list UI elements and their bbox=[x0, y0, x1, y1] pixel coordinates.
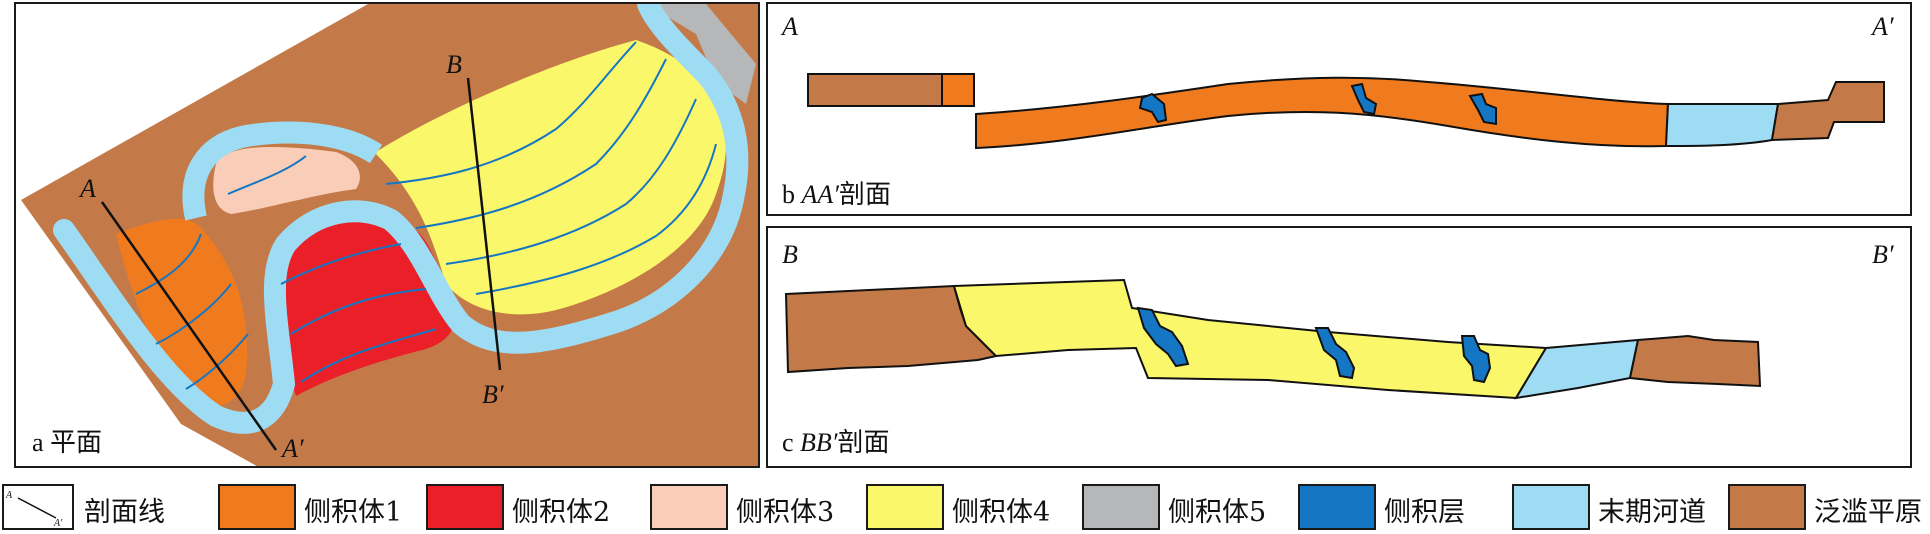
floodplain-swatch bbox=[1728, 484, 1806, 530]
plan-label-a: A bbox=[80, 174, 96, 203]
svg-text:A: A bbox=[5, 490, 13, 501]
abandoned-channel-swatch bbox=[1512, 484, 1590, 530]
section-line-icon: A A′ bbox=[5, 490, 63, 528]
bb-floodplain-right bbox=[1628, 334, 1762, 388]
bb-right-label: B′ bbox=[1872, 240, 1894, 269]
lateral-body-1-area bbox=[116, 218, 248, 407]
aa-floodplain-left bbox=[807, 73, 943, 107]
legend-label-floodplain: 泛滥平原 bbox=[1814, 497, 1922, 528]
abandoned-channel-inner-loop bbox=[182, 121, 383, 221]
aa-caption-prefix: b bbox=[782, 180, 802, 209]
aa-abandoned-channel bbox=[1664, 103, 1780, 148]
svg-text:A′: A′ bbox=[53, 518, 63, 528]
legend-label-section-line: 剖面线 bbox=[84, 497, 165, 528]
legend-label-lateral-1: 侧积体1 bbox=[304, 497, 403, 528]
bb-left-label: B bbox=[782, 240, 798, 269]
aa-lateral-layers bbox=[1138, 82, 1497, 126]
bb-caption-prefix: c bbox=[782, 428, 801, 457]
aa-lateral-1-body bbox=[975, 76, 1670, 150]
aa-caption: b AA′剖面 bbox=[782, 174, 891, 211]
section-line-bb bbox=[466, 77, 502, 371]
section-aa-diagram bbox=[807, 73, 1885, 150]
bb-caption: c BB′剖面 bbox=[782, 422, 890, 459]
section-line-aa bbox=[100, 201, 278, 451]
bb-caption-italic: BB′ bbox=[800, 428, 838, 457]
bb-caption-suffix: 剖面 bbox=[837, 428, 890, 457]
lateral-3-swatch bbox=[650, 484, 728, 530]
plan-label-b: B bbox=[446, 50, 462, 79]
plan-view-diagram bbox=[21, 4, 758, 466]
aa-right-label: A′ bbox=[1872, 12, 1894, 41]
aa-caption-italic: AA′ bbox=[801, 180, 839, 209]
aa-left-label: A bbox=[782, 12, 798, 41]
aa-lateral-1-left bbox=[941, 73, 975, 107]
plan-view-panel: A A′ B B′ a 平面 bbox=[14, 2, 760, 468]
legend-label-lateral-layer: 侧积层 bbox=[1384, 497, 1465, 528]
lateral-layer-lines bbox=[135, 41, 717, 390]
lateral-body-5-area bbox=[646, 4, 756, 104]
lateral-1-swatch bbox=[218, 484, 296, 530]
legend-label-lateral-3: 侧积体3 bbox=[736, 497, 835, 528]
bb-abandoned-channel bbox=[1514, 338, 1640, 400]
lateral-body-2-area bbox=[281, 218, 455, 396]
plan-label-a-prime: A′ bbox=[282, 434, 304, 463]
lateral-5-swatch bbox=[1082, 484, 1160, 530]
lateral-layer-swatch bbox=[1298, 484, 1376, 530]
section-line-swatch: A A′ bbox=[2, 484, 74, 530]
section-aa-panel: A A′ b AA′剖面 bbox=[766, 2, 1912, 216]
lateral-body-3-area bbox=[213, 147, 360, 214]
plan-label-b-prime: B′ bbox=[482, 380, 504, 409]
legend: A A′ 剖面线 侧积体1 侧积体2 侧积体3 侧积体4 侧积体5 侧积层 末期… bbox=[0, 482, 1930, 534]
aa-floodplain-right bbox=[1770, 81, 1885, 142]
lateral-4-swatch bbox=[866, 484, 944, 530]
aa-caption-suffix: 剖面 bbox=[838, 180, 891, 209]
legend-label-lateral-5: 侧积体5 bbox=[1168, 497, 1267, 528]
section-bb-diagram bbox=[784, 278, 1762, 400]
abandoned-channel-area bbox=[53, 4, 749, 434]
legend-label-lateral-2: 侧积体2 bbox=[512, 497, 611, 528]
lateral-2-swatch bbox=[426, 484, 504, 530]
plan-caption: a 平面 bbox=[32, 428, 103, 457]
legend-label-lateral-4: 侧积体4 bbox=[952, 497, 1051, 528]
section-bb-panel: B B′ c BB′剖面 bbox=[766, 226, 1912, 468]
bb-lateral-4-body bbox=[952, 278, 1548, 400]
legend-label-abandoned-channel: 末期河道 bbox=[1598, 497, 1706, 528]
bb-lateral-layers bbox=[1136, 306, 1492, 384]
